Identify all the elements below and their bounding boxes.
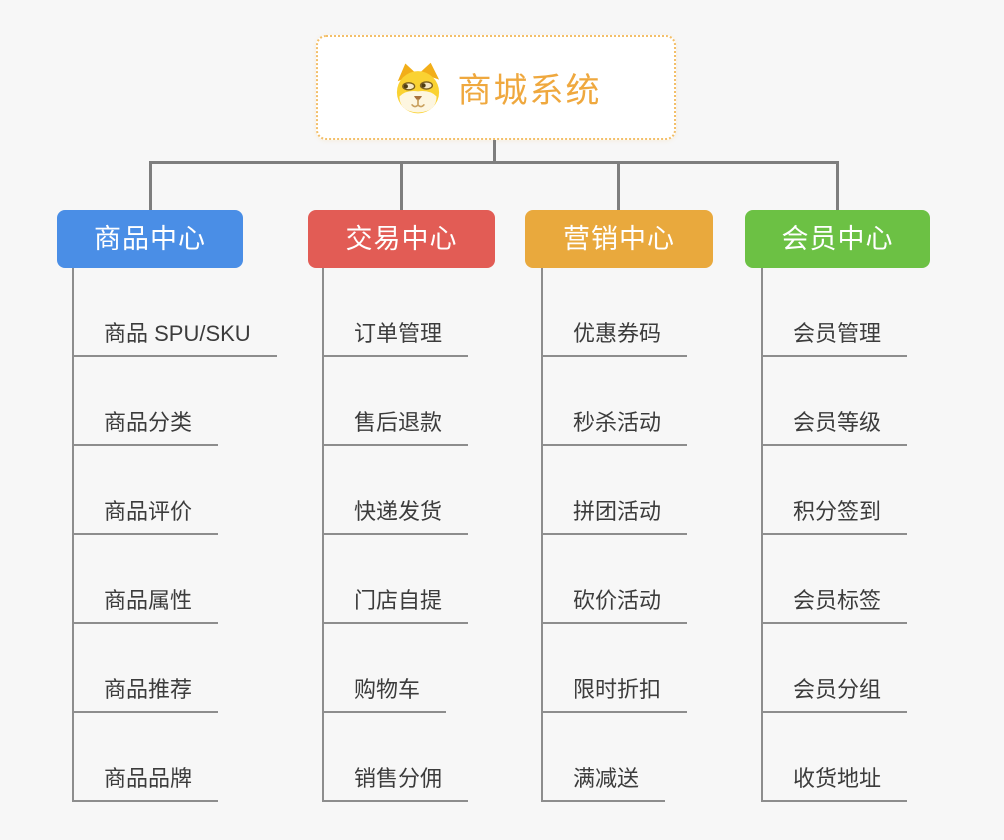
connector-drop-marketing: [617, 161, 620, 210]
connector-drop-product: [149, 161, 152, 210]
root-node-mall-system[interactable]: 商城系统: [316, 35, 676, 140]
leaf-node[interactable]: 商品评价: [72, 497, 219, 535]
leaf-node[interactable]: 商品分类: [72, 408, 219, 446]
root-title: 商城系统: [457, 72, 602, 110]
connector-drop-trade: [400, 161, 403, 210]
leaf-node[interactable]: 商品品牌: [72, 764, 219, 802]
leaf-node[interactable]: 订单管理: [322, 319, 469, 357]
branch-node-product-center[interactable]: 商品中心: [57, 210, 243, 268]
leaf-node[interactable]: 会员分组: [761, 675, 908, 713]
branch-node-marketing-center[interactable]: 营销中心: [525, 210, 713, 268]
leaf-node[interactable]: 会员等级: [761, 408, 908, 446]
connector-trunk: [761, 268, 763, 802]
connector-trunk: [72, 268, 74, 802]
leaf-node[interactable]: 限时折扣: [541, 675, 688, 713]
branch-node-trade-center[interactable]: 交易中心: [308, 210, 495, 268]
leaf-node[interactable]: 销售分佣: [322, 764, 469, 802]
leaf-node[interactable]: 秒杀活动: [541, 408, 688, 446]
leaf-node[interactable]: 积分签到: [761, 497, 908, 535]
branch-node-member-center[interactable]: 会员中心: [745, 210, 930, 268]
leaf-node[interactable]: 售后退款: [322, 408, 469, 446]
leaf-node[interactable]: 门店自提: [322, 586, 469, 624]
leaf-node[interactable]: 购物车: [322, 675, 447, 713]
leaf-node[interactable]: 商品推荐: [72, 675, 219, 713]
connector-trunk: [541, 268, 543, 802]
leaf-node[interactable]: 拼团活动: [541, 497, 688, 535]
connector-bus: [149, 161, 839, 164]
leaf-node[interactable]: 商品属性: [72, 586, 219, 624]
leaf-node[interactable]: 商品 SPU/SKU: [72, 319, 277, 357]
leaf-node[interactable]: 收货地址: [761, 764, 908, 802]
connector-drop-member: [836, 161, 839, 210]
leaf-node[interactable]: 会员标签: [761, 586, 908, 624]
connector-trunk: [322, 268, 324, 802]
doge-icon: [391, 60, 445, 116]
leaf-node[interactable]: 快递发货: [322, 497, 469, 535]
leaf-node[interactable]: 优惠券码: [541, 319, 688, 357]
connector-root-stub: [493, 140, 496, 163]
leaf-node[interactable]: 满减送: [541, 764, 666, 802]
leaf-node[interactable]: 砍价活动: [541, 586, 688, 624]
leaf-node[interactable]: 会员管理: [761, 319, 908, 357]
